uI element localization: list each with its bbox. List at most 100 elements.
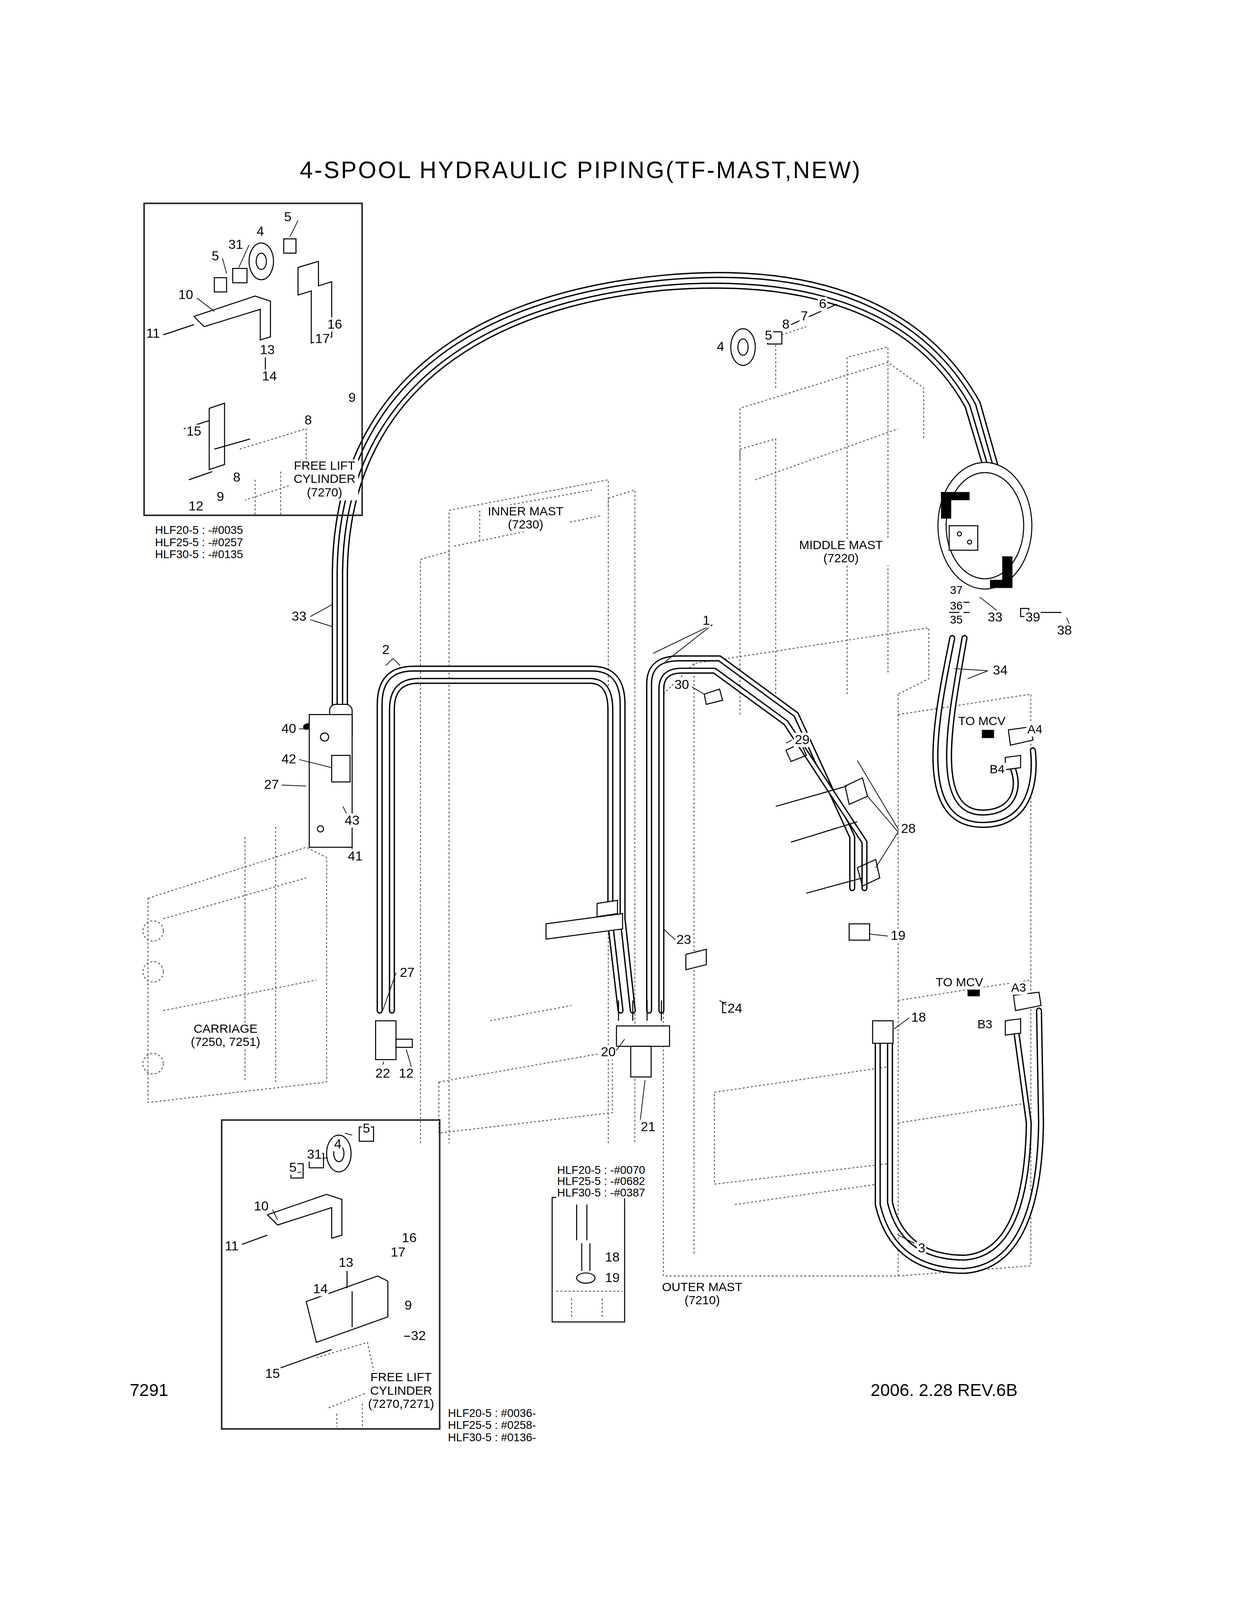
callout-number: 15 (185, 424, 203, 439)
mast-outline (739, 347, 888, 715)
callout-number: 8 (781, 317, 791, 332)
note-label: HLF30-5 : -#0387 (555, 1186, 647, 1199)
callout-number: 9 (215, 489, 226, 505)
leader-line (898, 668, 988, 1244)
callout-number: 5 (210, 248, 221, 264)
note-label: HLF20-5 : -#0070 (555, 1163, 647, 1176)
note-label: HLF20-5 : #0036- (447, 1406, 538, 1419)
hydraulic-hose (877, 1010, 1041, 1271)
callout-number: 9 (403, 1298, 413, 1313)
callout-number: 38 (1056, 623, 1073, 638)
callout-number: 19 (604, 1270, 621, 1286)
outer-frame (143, 203, 441, 1430)
callout-number: 18 (910, 1010, 927, 1025)
callout-number: 4 (333, 1136, 343, 1152)
callout-number: 23 (675, 932, 693, 948)
mast-outline (148, 847, 327, 1103)
leader-line (385, 658, 401, 666)
callout-number: 43 (343, 813, 361, 828)
callout-number: 12 (187, 498, 205, 514)
leader-line (382, 972, 646, 1123)
note-label: A3 (1009, 981, 1027, 995)
callout-number: 16 (400, 1230, 418, 1246)
callout-number: 7291 (128, 1381, 170, 1401)
callout-number: 19 (889, 928, 907, 943)
diagram-title: 4-SPOOL HYDRAULIC PIPING(TF-MAST,NEW) (298, 157, 863, 184)
note-label: B4 (988, 762, 1006, 777)
hose-reel (940, 491, 970, 501)
callout-number: 39 (1024, 610, 1042, 625)
note-label: CARRIAGE (7250, 7251) (184, 1022, 267, 1050)
leader-line (272, 1132, 353, 1220)
hydraulic-hose (661, 670, 865, 1011)
mast-outline (714, 1066, 888, 1205)
note-label: MIDDLE MAST (7220) (792, 538, 889, 566)
fitting (618, 1000, 662, 1021)
hose-reel (938, 462, 1062, 625)
callout-number: 8 (303, 413, 313, 428)
note-label: HLF25-5 : #0258- (447, 1418, 538, 1432)
fitting (309, 304, 1041, 1078)
callout-number: 13 (337, 1255, 355, 1270)
callout-number: 40 (280, 721, 298, 736)
callout-number: 2 (381, 642, 391, 658)
hydraulic-hose (648, 658, 853, 1011)
callout-number: 31 (227, 237, 245, 253)
note-label: A4 (1026, 722, 1044, 737)
callout-number: 28 (899, 821, 917, 837)
inset-detail (214, 277, 227, 292)
inset-detail (552, 1197, 625, 1322)
hose-reel (957, 531, 962, 536)
hose-reel (967, 539, 972, 545)
callout-number: 33 (986, 610, 1004, 625)
fitting (396, 1039, 413, 1048)
callout-number: 29 (793, 732, 811, 748)
mast-outline (420, 489, 635, 1143)
callout-number: 37 (949, 583, 964, 597)
inset-detail (576, 1272, 596, 1284)
callout-number: 5 (288, 1160, 298, 1175)
mast-outline (142, 961, 164, 983)
fitting (790, 304, 837, 325)
note-label: TO MCV (934, 976, 985, 990)
hydraulic-hose (889, 1025, 1029, 1258)
fitting (320, 732, 329, 742)
callout-number: 10 (252, 1199, 270, 1214)
hydraulic-hose (935, 637, 1034, 825)
leader-line (281, 728, 353, 850)
hydraulic-hose (306, 275, 1042, 1271)
callout-number: 34 (991, 663, 1009, 678)
callout-number: 8 (231, 470, 242, 485)
leader-line (196, 220, 299, 312)
fitting (1005, 991, 1042, 1035)
fitting (872, 1020, 894, 1044)
hydraulic-hose (379, 668, 633, 1011)
hydraulic-hose (391, 680, 621, 1011)
fitting (730, 328, 756, 366)
leader-line (663, 928, 910, 1029)
callout-number: 11 (223, 1239, 240, 1254)
outer-frame (143, 203, 363, 516)
hydraulic-hose (889, 1025, 1029, 1258)
leader-line (857, 760, 899, 868)
part-name: FREE LIFT CYLINDER (7270,7271) (366, 1371, 436, 1412)
callout-number: 27 (263, 777, 281, 793)
callout-number: 7 (799, 309, 809, 324)
hydraulic-hose (379, 668, 633, 1011)
fitting (785, 743, 880, 886)
callout-number: 9 (347, 390, 357, 406)
inset-detail (194, 296, 271, 341)
inset-detail (576, 1204, 590, 1271)
hose-reel (938, 462, 1032, 589)
note-label: TO MCV (956, 714, 1007, 729)
callout-number: 3 (917, 1241, 927, 1256)
hydraulic-hose (935, 637, 1034, 825)
callout-number: 13 (259, 342, 276, 358)
callout-number: 6 (817, 296, 828, 312)
mast-outline (449, 479, 609, 560)
mast-outline (694, 663, 1031, 1276)
callout-number: 16 (326, 317, 344, 332)
note-label: HLF20-5 : -#0035 (153, 523, 244, 536)
inset-detail (163, 324, 266, 480)
fitting (317, 825, 324, 832)
